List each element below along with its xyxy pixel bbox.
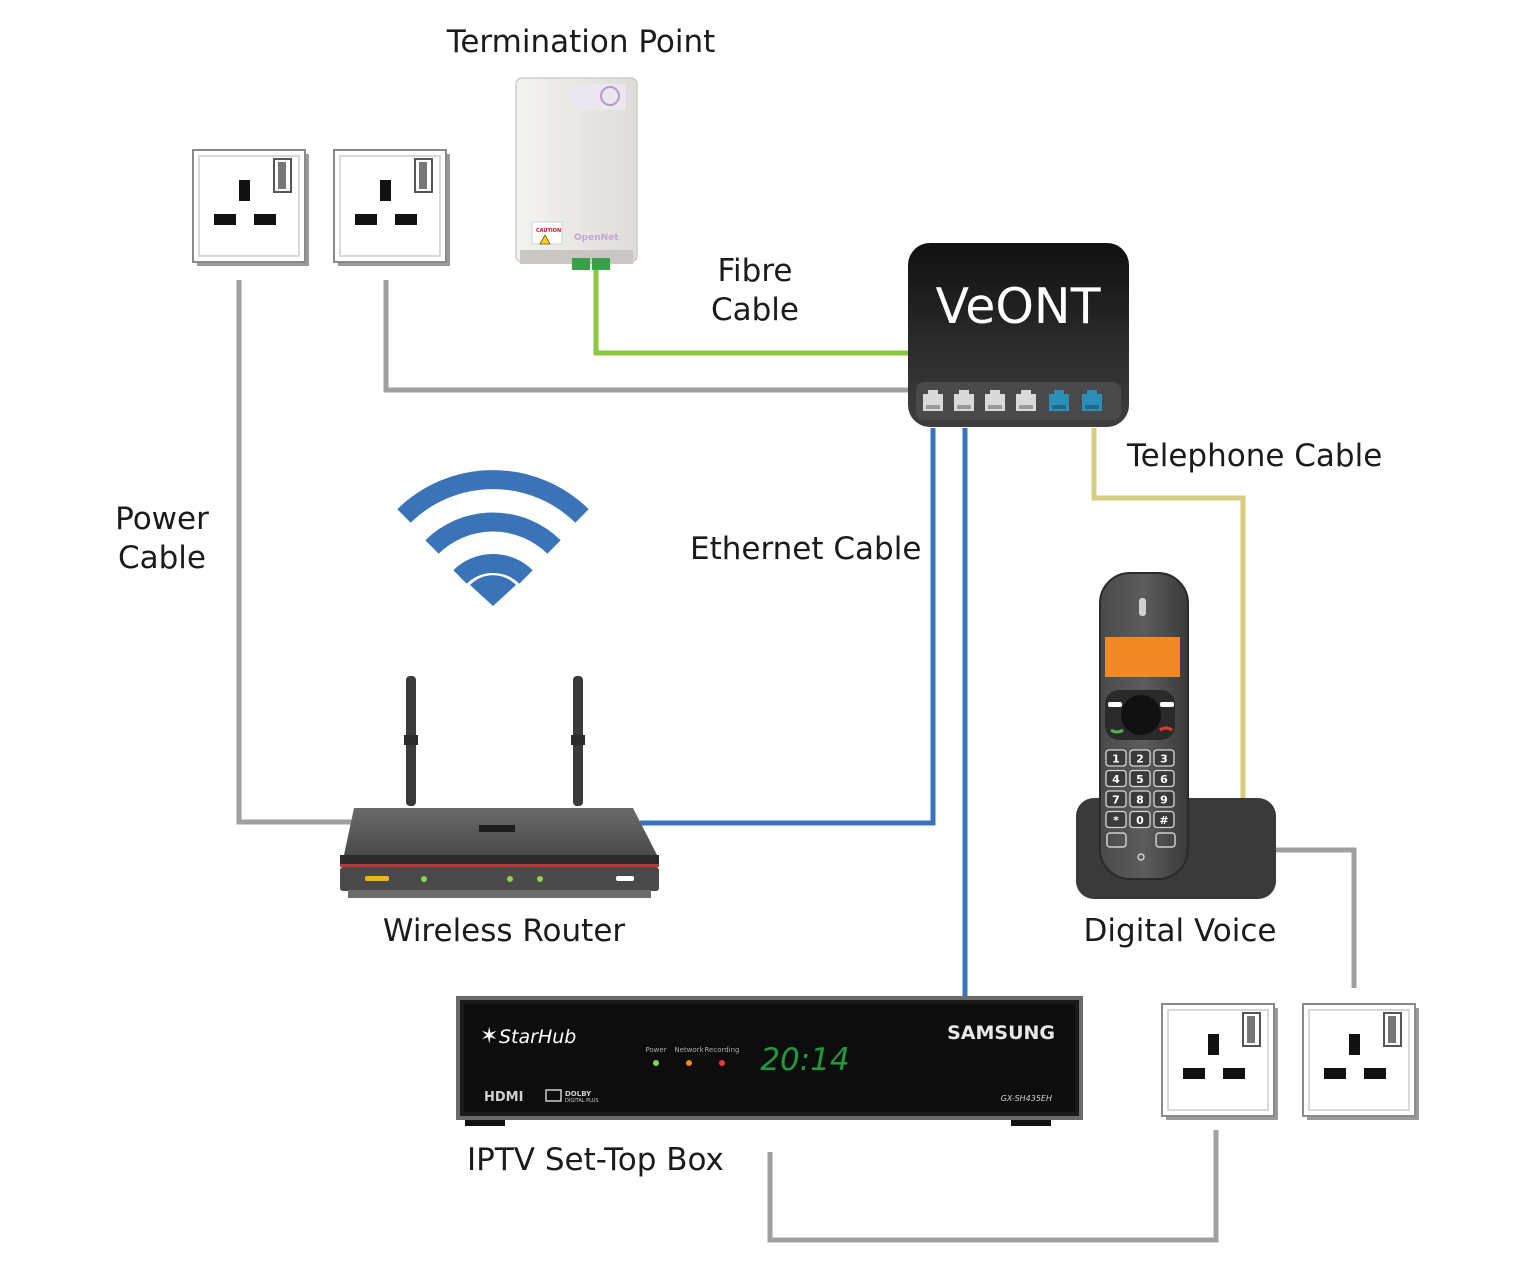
ethernet-port — [923, 390, 943, 411]
phone-port — [1049, 390, 1069, 411]
stb-led-network-label: Network — [674, 1046, 704, 1054]
router-status-led — [616, 876, 634, 881]
phone-key: 7 — [1105, 790, 1127, 808]
router-status-led — [365, 876, 389, 881]
phone-key: 0 — [1129, 810, 1151, 829]
iptv-set-top-box-label: IPTV Set-Top Box — [467, 1142, 724, 1178]
fibre-connector — [592, 258, 610, 270]
phone-key: 1 — [1105, 749, 1127, 767]
wall-socket — [333, 149, 450, 266]
hdmi-logo: HDMI — [484, 1090, 523, 1105]
ethernet-port — [954, 390, 974, 411]
call-icon — [1110, 728, 1124, 734]
digital-voice-device: 1 2 3 4 5 6 7 8 9 * 0 # — [1076, 572, 1276, 899]
termination-caution-text: CAUTION — [536, 228, 561, 234]
phone-key: 6 — [1153, 769, 1175, 788]
stb-model: GX-SH435EH — [1001, 1094, 1052, 1103]
phone-key-label: 0 — [1136, 814, 1144, 827]
stb-maker: SAMSUNG — [947, 1022, 1055, 1044]
phone-key-label: 6 — [1160, 773, 1168, 786]
handset-screen — [1105, 637, 1180, 677]
warning-icon — [539, 234, 551, 245]
termination-point-label: Termination Point — [446, 24, 716, 60]
stb-led-recording-label: Recording — [704, 1046, 739, 1054]
termination-logo-icon — [600, 86, 620, 106]
phone-key-label: 7 — [1112, 794, 1120, 807]
fibre-cable-label-line2: Cable — [710, 292, 799, 328]
power-cable-label-line2: Cable — [117, 540, 206, 576]
wireless-router-label: Wireless Router — [382, 913, 626, 949]
phone-key-label: 5 — [1136, 773, 1144, 786]
phone-keypad: 1 2 3 4 5 6 7 8 9 * 0 # — [1105, 749, 1175, 829]
phone-key: # — [1153, 810, 1175, 829]
telephone-cable — [1091, 428, 1246, 800]
ethernet-cable-router — [640, 428, 936, 826]
phone-key-label: 1 — [1112, 753, 1120, 766]
router-status-led — [507, 876, 513, 882]
power-cable-veont — [383, 280, 910, 393]
wall-socket — [1302, 1003, 1419, 1120]
phone-key-label: 2 — [1136, 753, 1144, 766]
ethernet-port — [1016, 390, 1036, 411]
phone-key: 4 — [1105, 769, 1127, 788]
dolby-logo-icon — [545, 1089, 562, 1102]
veont-name: VeONT — [935, 278, 1101, 335]
telephone-cable-label: Telephone Cable — [1127, 438, 1383, 474]
phone-key: 9 — [1153, 790, 1175, 808]
hang-up-icon — [1159, 726, 1173, 732]
wall-socket — [1161, 1003, 1278, 1120]
navigation-button — [1121, 695, 1161, 735]
phone-port — [1082, 390, 1102, 411]
wifi-icon — [397, 470, 589, 606]
cables — [236, 270, 1357, 1243]
termination-point-device: CAUTION OpenNet — [515, 77, 638, 270]
iptv-set-top-box-device: ✶ StarHub SAMSUNG Power Network Recordin… — [456, 996, 1083, 1126]
router-status-led — [537, 876, 543, 882]
router-status-led — [421, 876, 427, 882]
fibre-cable — [593, 270, 910, 356]
phone-key-label: * — [1113, 814, 1119, 827]
phone-key-label: 9 — [1160, 794, 1168, 807]
stb-led-power-label: Power — [645, 1046, 666, 1054]
phone-key-label: # — [1159, 814, 1168, 827]
stb-brand: StarHub — [499, 1026, 576, 1048]
dolby-subtext: DIGITAL PLUS — [565, 1098, 599, 1104]
phone-key-label: 8 — [1136, 794, 1144, 807]
phone-key: 3 — [1153, 749, 1175, 767]
phone-key: 2 — [1129, 749, 1151, 767]
stb-power-led — [653, 1060, 659, 1066]
wireless-router-device — [340, 676, 659, 898]
termination-brand-text: OpenNet — [574, 233, 619, 243]
phone-key: * — [1105, 810, 1127, 829]
power-cable-label-line1: Power — [115, 501, 209, 537]
phone-key-label: 3 — [1160, 753, 1168, 766]
power-cable-stb — [767, 1130, 1219, 1243]
fibre-cable-label-line1: Fibre — [717, 253, 793, 289]
ethernet-port — [985, 390, 1005, 411]
stb-recording-led — [719, 1060, 725, 1066]
veont-device: VeONT — [908, 243, 1129, 427]
phone-key-label: 4 — [1112, 773, 1120, 786]
fibre-connector — [572, 258, 590, 270]
earpiece — [1139, 598, 1146, 616]
ethernet-cable-label: Ethernet Cable — [690, 531, 922, 567]
microphone — [1137, 853, 1145, 861]
phone-key: 5 — [1129, 769, 1151, 788]
starhub-star-icon: ✶ — [480, 1024, 498, 1049]
wall-socket — [192, 149, 309, 266]
power-cable-digital-voice — [1275, 847, 1357, 988]
dolby-text: DOLBY — [565, 1090, 592, 1098]
stb-network-led — [686, 1060, 692, 1066]
phone-key: 8 — [1129, 790, 1151, 808]
stb-clock: 20:14 — [760, 1042, 849, 1078]
digital-voice-label: Digital Voice — [1083, 913, 1277, 949]
power-cable-router — [236, 280, 352, 825]
